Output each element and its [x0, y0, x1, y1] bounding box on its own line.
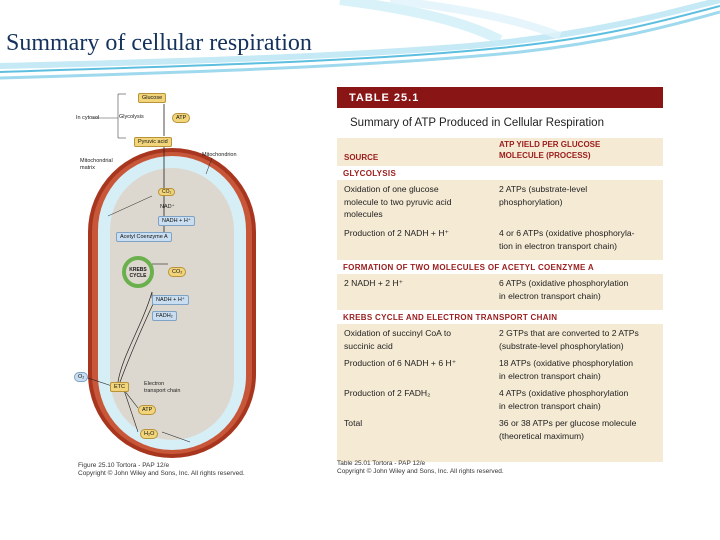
nadh-top-label: NADH + H⁺ [158, 216, 195, 226]
row7-source: Total [344, 418, 363, 428]
row3-source: 2 NADH + 2 H⁺ [344, 278, 404, 288]
row2-yield-line2: tion in electron transport chain) [499, 240, 617, 251]
row6-source: Production of 2 FADH₂ [344, 388, 431, 398]
row1-source-line3: molecules [344, 209, 383, 219]
column-header-yield-line2: MOLECULE (PROCESS) [499, 151, 591, 160]
mitochondrion-label: Mitochondrion [202, 152, 237, 158]
table-caption-line1: Table 25.01 Tortora - PAP 12/e [337, 460, 426, 467]
etc-box: ETC [110, 382, 129, 392]
glucose-label: Glucose [138, 93, 167, 103]
table-subtitle-row: Summary of ATP Produced in Cellular Resp… [337, 108, 663, 138]
row3-yield: 6 ATPs (oxidative phosphorylation in ele… [499, 277, 628, 302]
row4-source-line2: succinic acid [344, 340, 393, 351]
atp-summary-table: TABLE 25.1 Summary of ATP Produced in Ce… [337, 87, 663, 462]
row1-yield-line2: phosphorylation) [499, 196, 563, 207]
row4-yield: 2 GTPs that are converted to 2 ATPs (sub… [499, 327, 639, 352]
table-caption-line2: Copyright © John Wiley and Sons, Inc. Al… [337, 468, 504, 475]
row1-yield-line1: 2 ATPs (substrate-level [499, 184, 588, 194]
row4-yield-line1: 2 GTPs that are converted to 2 ATPs [499, 328, 639, 338]
glycolysis-label: Glycolysis [119, 114, 144, 120]
pyruvic-acid-label: Pyruvic acid [134, 137, 172, 147]
row7-yield-line2: (theoretical maximum) [499, 430, 585, 441]
respiration-figure: In cytosol Glucose Glycolysis ATP Pyruvi… [72, 86, 268, 482]
section-acetyl-coa-label: FORMATION OF TWO MOLECULES OF ACETYL COE… [343, 263, 594, 272]
row2-yield: 4 or 6 ATPs (oxidative phosphoryla- tion… [499, 227, 635, 252]
row1-source: Oxidation of one glucose molecule to two… [344, 183, 451, 221]
o2-label: O₂ [74, 372, 89, 382]
atp-top-label: ATP [172, 113, 191, 123]
section-glycolysis-label: GLYCOLYSIS [343, 169, 397, 178]
fadh2-label: FADH₂ [152, 311, 177, 321]
row5-yield: 18 ATPs (oxidative phosphorylation in el… [499, 357, 633, 382]
section-krebs-etc-label: KREBS CYCLE AND ELECTRON TRANSPORT CHAIN [343, 313, 558, 322]
table-caption: Table 25.01 Tortora - PAP 12/e Copyright… [337, 460, 504, 476]
in-cytosol-label: In cytosol [76, 115, 100, 121]
figure-caption-line2: Copyright © John Wiley and Sons, Inc. Al… [78, 470, 245, 477]
row7-yield: 36 or 38 ATPs per glucose molecule (theo… [499, 417, 636, 442]
acetyl-coa-label: Acetyl Coenzyme A [116, 232, 172, 242]
row6-yield: 4 ATPs (oxidative phosphorylation in ele… [499, 387, 628, 412]
row4-source-line1: Oxidation of succinyl CoA to [344, 328, 451, 338]
figure-caption-line1: Figure 25.10 Tortora - PAP 12/e [78, 462, 170, 469]
section-krebs-etc: KREBS CYCLE AND ELECTRON TRANSPORT CHAIN [337, 310, 663, 324]
table-subtitle: Summary of ATP Produced in Cellular Resp… [350, 117, 604, 129]
row6-yield-line2: in electron transport chain) [499, 400, 601, 411]
row1-yield: 2 ATPs (substrate-level phosphorylation) [499, 183, 587, 208]
column-header-yield-line1: ATP YIELD PER GLUCOSE [499, 140, 601, 149]
section-glycolysis: GLYCOLYSIS [337, 166, 663, 180]
row5-yield-line1: 18 ATPs (oxidative phosphorylation [499, 358, 634, 368]
nadh-krebs-label: NADH + H⁺ [152, 295, 189, 305]
co2-top-label: CO₂ [158, 188, 176, 196]
row3-yield-line2: in electron transport chain) [499, 290, 601, 301]
co2-krebs-label: CO₂ [168, 267, 187, 277]
row4-yield-line2: (substrate-level phosphorylation) [499, 340, 624, 351]
row1-source-line2: molecule to two pyruvic acid [344, 196, 452, 207]
atp-etc-label: ATP [138, 405, 157, 415]
figure-caption: Figure 25.10 Tortora - PAP 12/e Copyrigh… [78, 462, 245, 478]
row5-source: Production of 6 NADH + 6 H⁺ [344, 358, 457, 368]
krebs-cycle-label: KREBS CYCLE [129, 267, 147, 279]
row5-yield-line2: in electron transport chain) [499, 370, 601, 381]
row1-source-line1: Oxidation of one glucose [344, 184, 439, 194]
nad-label: NAD⁺ [160, 204, 175, 210]
etc-label: Electron transport chain [144, 381, 181, 394]
row6-yield-line1: 4 ATPs (oxidative phosphorylation [499, 388, 629, 398]
header-swoosh [0, 0, 720, 80]
row2-yield-line1: 4 or 6 ATPs (oxidative phosphoryla- [499, 228, 635, 238]
row4-source: Oxidation of succinyl CoA to succinic ac… [344, 327, 451, 352]
slide-title: Summary of cellular respiration [6, 30, 312, 56]
row2-source: Production of 2 NADH + H⁺ [344, 228, 450, 238]
table-header-bar: TABLE 25.1 [337, 87, 663, 108]
section-acetyl-coa: FORMATION OF TWO MOLECULES OF ACETYL COE… [337, 260, 663, 274]
table-number: TABLE 25.1 [349, 92, 420, 104]
row3-yield-line1: 6 ATPs (oxidative phosphorylation [499, 278, 629, 288]
row7-yield-line1: 36 or 38 ATPs per glucose molecule [499, 418, 637, 428]
column-header-source: SOURCE [344, 153, 379, 162]
mito-matrix-label: Mitochondrial matrix [80, 158, 113, 171]
h2o-label: H₂O [140, 429, 159, 439]
